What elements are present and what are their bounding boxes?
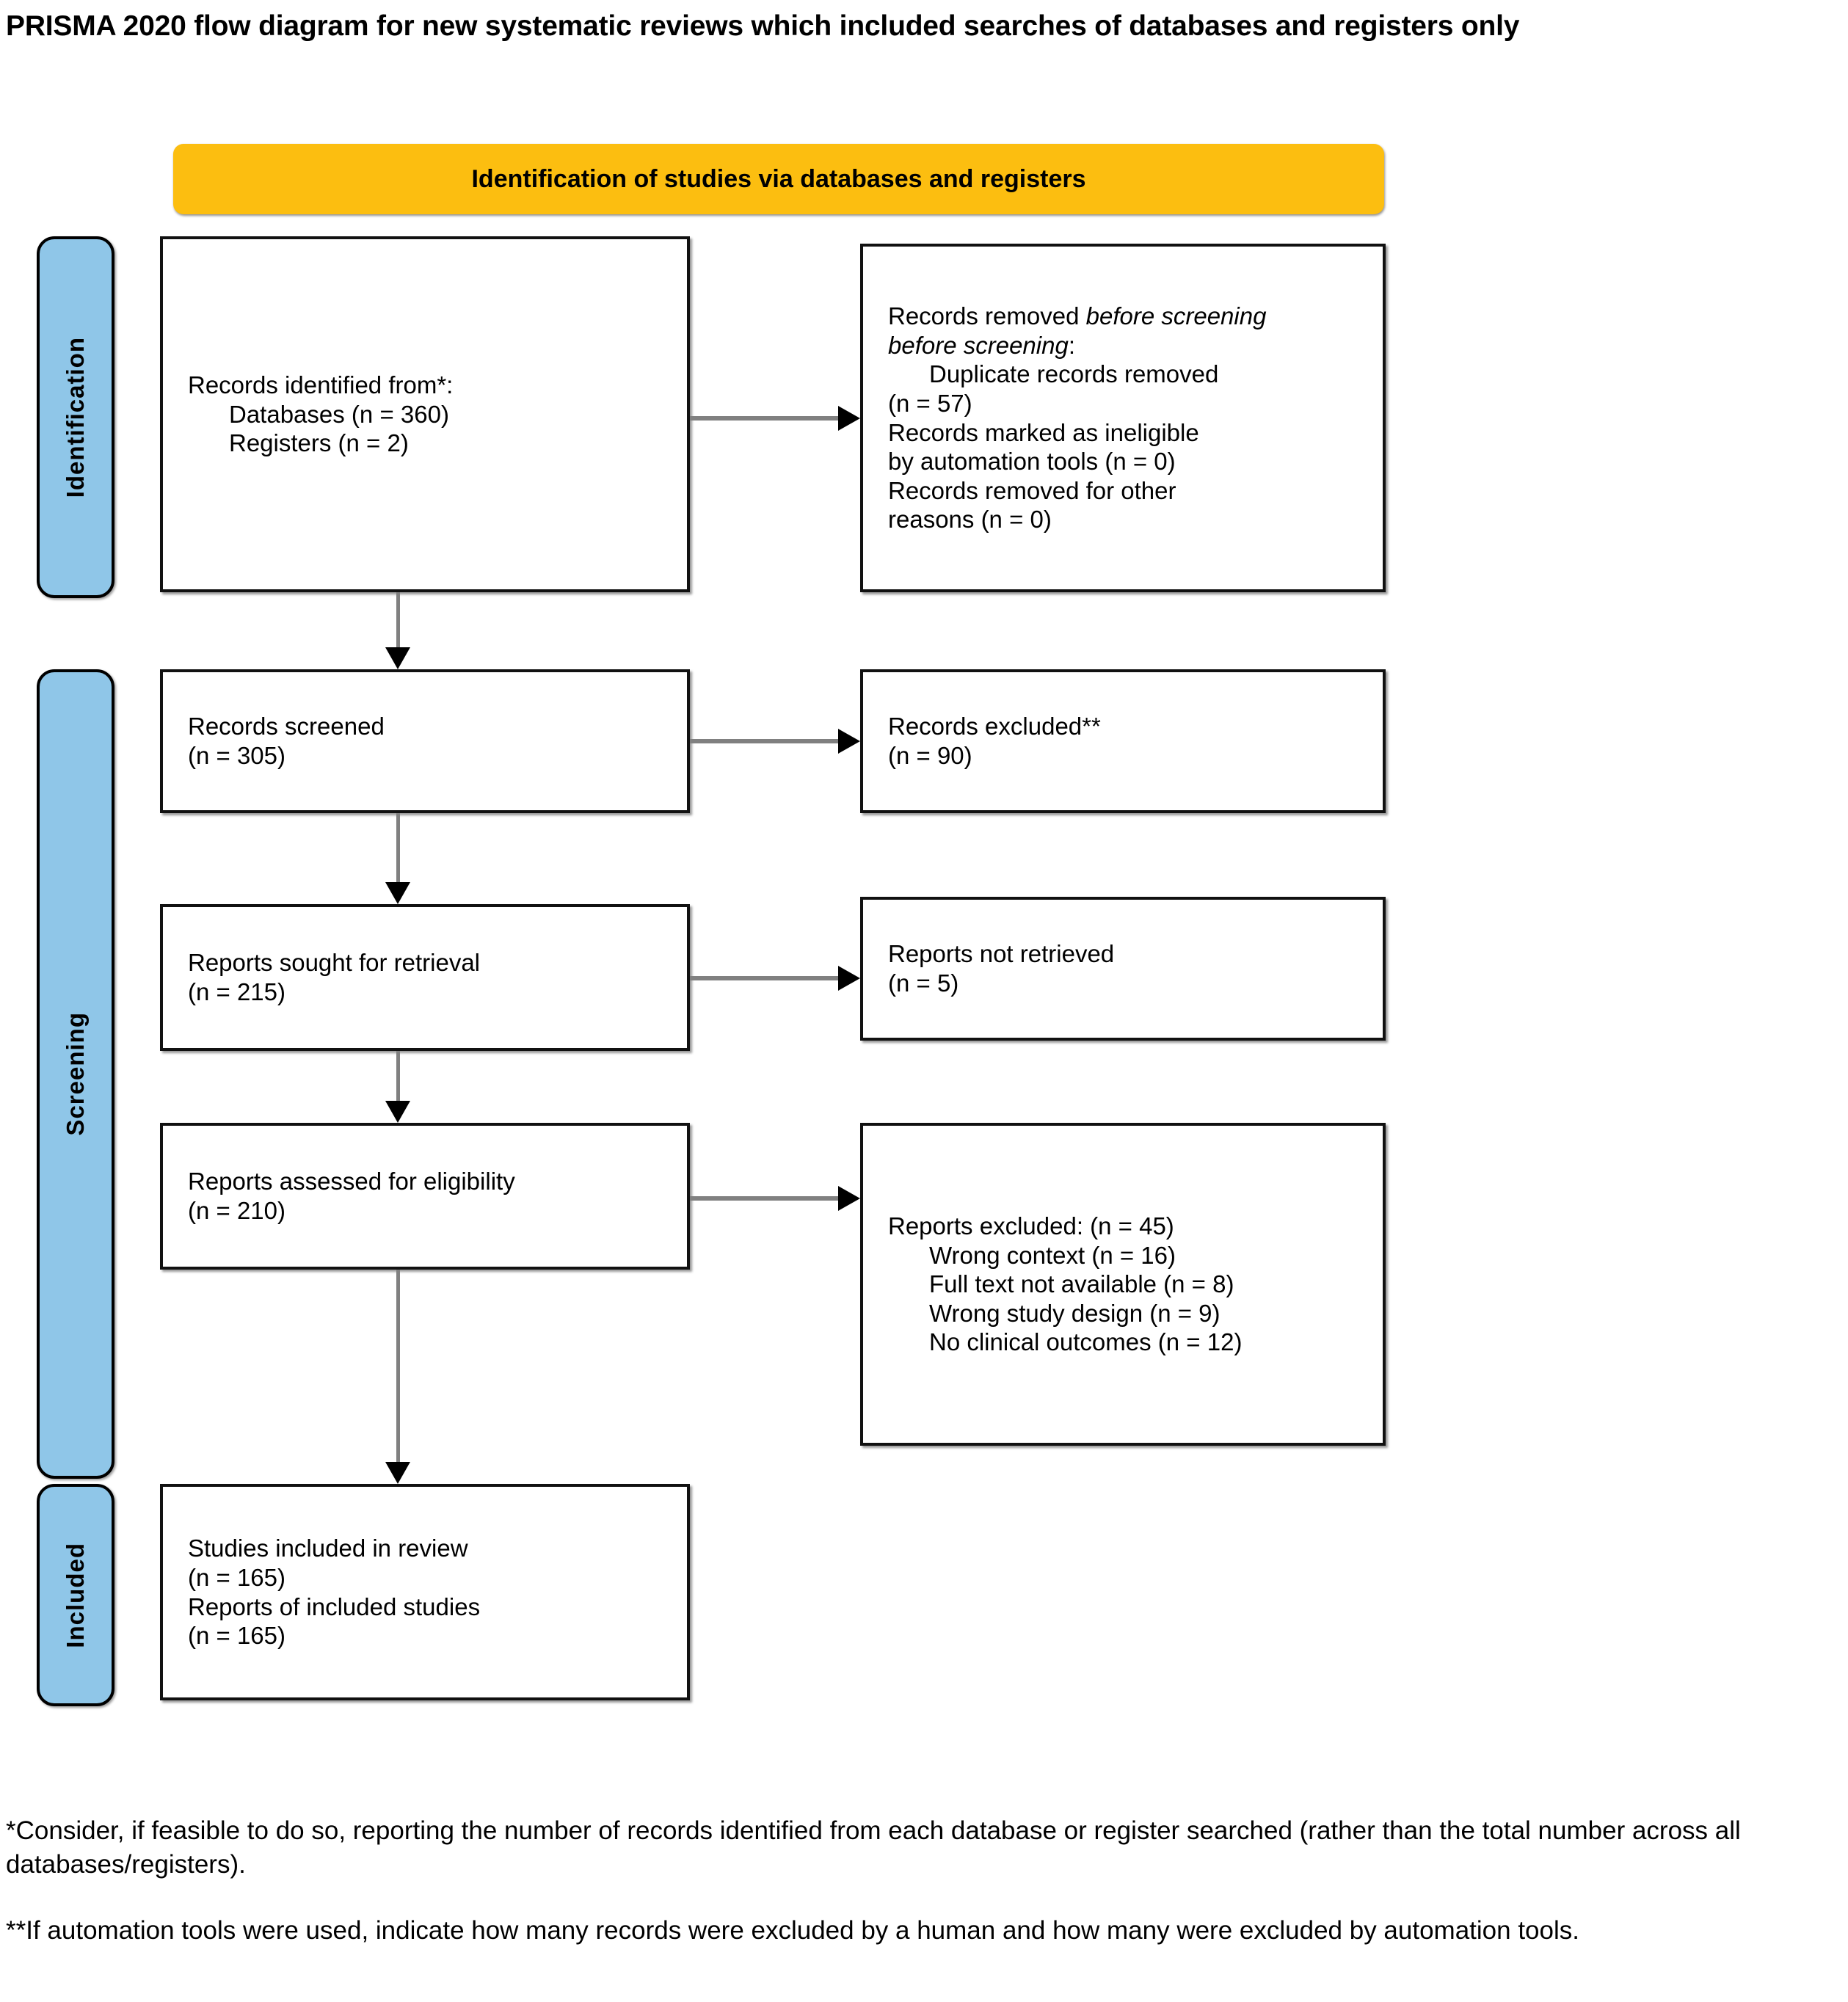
box-line: Reports excluded: (n = 45) <box>888 1212 1174 1240</box>
box-line-emphasis: before screening <box>888 331 1069 359</box>
box-line: Registers (n = 2) <box>229 429 409 457</box>
box-studies-included-in-review: Studies included in review (n = 165) Rep… <box>160 1484 690 1700</box>
box-reports-excluded-with-reasons: Reports excluded: (n = 45) Wrong context… <box>860 1123 1386 1446</box>
box-line: Databases (n = 360) <box>229 400 449 428</box>
arrow-head-down-icon <box>385 1462 410 1484</box>
identification-banner: Identification of studies via databases … <box>173 144 1384 214</box>
box-line: No clinical outcomes (n = 12) <box>929 1328 1243 1356</box>
arrow-shaft <box>396 813 400 882</box>
phase-label-identification: Identification <box>37 236 114 598</box>
phase-label-included: Included <box>37 1484 114 1706</box>
box-line: (n = 5) <box>888 969 959 997</box>
box-line: Records excluded** <box>888 713 1101 740</box>
box-records-screened: Records screened (n = 305) <box>160 669 690 813</box>
box-line: before screening: <box>888 331 1358 360</box>
box-line: reasons (n = 0) <box>888 506 1052 534</box>
box-line: Reports sought for retrieval <box>188 949 481 977</box>
arrow-head-right-icon <box>838 966 860 991</box>
arrow-head-down-icon <box>385 647 410 669</box>
box-line-part: : <box>1068 331 1075 359</box>
box-line: (n = 215) <box>188 978 285 1005</box>
box-line-emphasis: before screening <box>1085 302 1267 330</box>
phase-label-included-text: Included <box>62 1542 89 1648</box>
box-reports-not-retrieved: Reports not retrieved (n = 5) <box>860 897 1386 1041</box>
box-line: by automation tools (n = 0) <box>888 448 1176 476</box>
phase-label-identification-text: Identification <box>62 336 89 498</box>
identification-banner-label: Identification of studies via databases … <box>471 164 1086 193</box>
box-line: Studies included in review <box>188 1535 468 1562</box>
box-records-identified: Records identified from*: Databases (n =… <box>160 236 690 592</box>
box-line: Records screened <box>188 713 385 740</box>
box-line: Wrong context (n = 16) <box>929 1241 1176 1269</box>
box-records-excluded: Records excluded** (n = 90) <box>860 669 1386 813</box>
box-line: Duplicate records removed <box>929 360 1219 388</box>
box-line: (n = 165) <box>188 1563 285 1591</box>
box-line: (n = 90) <box>888 742 972 769</box>
box-records-removed-before-screening: Records removed before screening before … <box>860 244 1386 592</box>
box-line: Full text not available (n = 8) <box>929 1270 1234 1298</box>
arrow-head-down-icon <box>385 882 410 904</box>
arrow-shaft <box>690 1196 838 1201</box>
box-line: (n = 210) <box>188 1197 285 1224</box>
page-title: PRISMA 2020 flow diagram for new systema… <box>6 10 1520 42</box>
box-line-part: Records removed <box>888 302 1086 330</box>
footnote-automation-tools: **If automation tools were used, indicat… <box>6 1916 1579 1945</box>
footnote-databases: *Consider, if feasible to do so, reporti… <box>6 1816 1741 1879</box>
box-line: Records removed for other <box>888 476 1176 504</box>
box-line: Wrong study design (n = 9) <box>929 1299 1221 1327</box>
box-line: Reports assessed for eligibility <box>188 1168 515 1195</box>
phase-label-screening: Screening <box>37 669 114 1479</box>
arrow-head-down-icon <box>385 1101 410 1123</box>
arrow-shaft <box>690 976 838 980</box>
arrow-shaft <box>396 592 400 647</box>
box-line: Records marked as ineligible <box>888 418 1199 446</box>
box-line: Reports not retrieved <box>888 940 1115 968</box>
box-line: Records identified from*: <box>188 371 454 399</box>
arrow-shaft <box>396 1051 400 1101</box>
arrow-head-right-icon <box>838 406 860 431</box>
arrow-head-right-icon <box>838 729 860 754</box>
box-reports-assessed-for-eligibility: Reports assessed for eligibility (n = 21… <box>160 1123 690 1270</box>
box-reports-sought-for-retrieval: Reports sought for retrieval (n = 215) <box>160 904 690 1051</box>
box-line: Reports of included studies <box>188 1592 481 1620</box>
phase-label-screening-text: Screening <box>62 1012 89 1136</box>
arrow-head-right-icon <box>838 1186 860 1211</box>
box-line: (n = 305) <box>188 742 285 769</box>
box-line: (n = 165) <box>188 1622 285 1650</box>
arrow-shaft <box>690 739 838 743</box>
box-line: (n = 57) <box>888 389 972 417</box>
box-line: Records removed before screening <box>888 302 1358 331</box>
arrow-shaft <box>690 416 838 421</box>
arrow-shaft <box>396 1270 400 1462</box>
